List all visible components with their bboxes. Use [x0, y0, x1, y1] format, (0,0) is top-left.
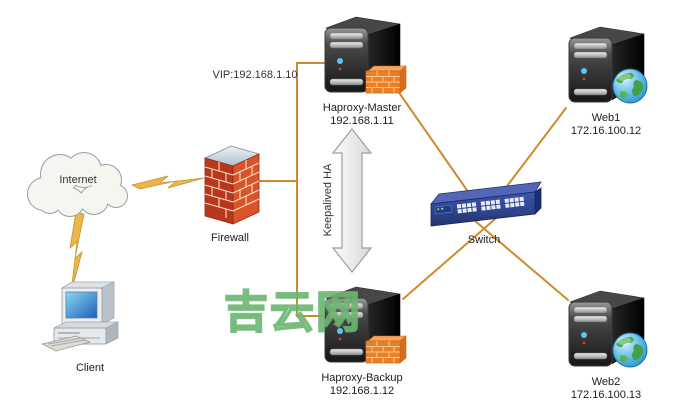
vip-address-label: VIP:192.168.1.10: [212, 69, 298, 81]
haproxy-backup-ip: 192.168.1.12: [329, 385, 395, 397]
haproxy-backup-name: Haproxy-Backup: [321, 372, 403, 384]
connection-lines: [257, 62, 569, 317]
node-client: Client: [38, 280, 142, 375]
keepalived-double-arrow-icon: [331, 128, 373, 273]
node-switch: Switch: [424, 180, 544, 247]
node-web2: Web2 172.16.100.13: [552, 286, 660, 401]
desktop-computer-icon: [40, 281, 119, 352]
web1-ip: 172.16.100.12: [570, 125, 642, 137]
keepalived-ha-label: Keepalived HA: [322, 163, 334, 237]
cloud-icon: [27, 152, 128, 217]
internet-label: Internet: [59, 174, 97, 186]
mini-firewall-icon: [365, 335, 407, 364]
mini-firewall-icon: [365, 65, 407, 94]
link-web2-switch: [467, 214, 569, 301]
firewall-label: Firewall: [211, 232, 249, 244]
node-haproxy-master: Haproxy-Master 192.168.1.11: [308, 12, 416, 128]
node-web1: Web1 172.16.100.12: [552, 22, 660, 138]
haproxy-master-name: Haproxy-Master: [322, 102, 402, 114]
link-haproxy-backup-switch: [402, 212, 503, 300]
server-tower-icon: [324, 16, 407, 94]
web2-name: Web2: [591, 376, 621, 388]
haproxy-master-ip: 192.168.1.11: [330, 115, 394, 127]
lightning-bolt-internet-firewall-icon: [130, 175, 205, 190]
node-haproxy-backup: Haproxy-Backup 192.168.1.12: [308, 282, 416, 398]
node-firewall: Firewall: [196, 140, 264, 245]
client-label: Client: [75, 362, 105, 374]
web1-name: Web1: [591, 112, 621, 124]
switch-label: Switch: [467, 234, 501, 246]
globe-icon: [612, 68, 648, 104]
server-tower-icon: [568, 290, 648, 368]
lightning-bolt-internet-client-icon: [69, 211, 85, 294]
brick-wall-icon: [203, 145, 261, 225]
site-watermark: 吉云网: [223, 287, 362, 338]
globe-icon: [612, 332, 648, 368]
node-internet: Internet: [18, 144, 138, 224]
server-tower-icon: [568, 26, 648, 104]
network-switch-icon: [430, 181, 542, 227]
web2-ip: 172.16.100.13: [570, 389, 642, 401]
link-haproxy-master-switch: [399, 93, 479, 207]
